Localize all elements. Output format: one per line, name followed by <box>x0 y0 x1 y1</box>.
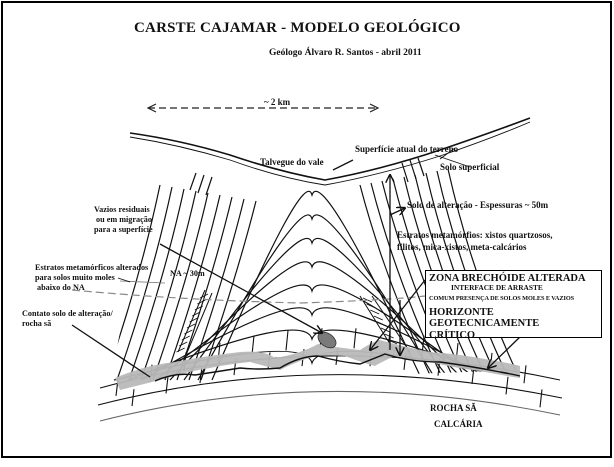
stratum-line <box>169 261 465 381</box>
stratum-line <box>116 186 173 381</box>
surface-tick <box>205 176 213 196</box>
hatch-border <box>185 292 213 356</box>
void-body <box>317 331 337 349</box>
surface-line <box>129 117 531 181</box>
weathered-contact-band <box>115 340 520 390</box>
hatch-stroke <box>373 315 383 321</box>
label-surface: Superfície atual do terreno <box>355 144 459 154</box>
surface-tick <box>401 162 409 183</box>
author-credit: Geólogo Álvaro R. Santos - abril 2011 <box>269 48 422 58</box>
hatch-stroke <box>366 303 376 309</box>
leader-critical <box>488 334 523 368</box>
brick-joint <box>285 330 289 351</box>
hatch-stroke <box>181 335 191 341</box>
stratum-line <box>381 180 453 376</box>
scale-bar <box>146 103 380 113</box>
label-water-level: NA ~ 30m <box>170 269 205 278</box>
stratum-line <box>188 198 245 381</box>
callout-line4: HORIZONTE GEOTECNICAMENTE <box>429 307 540 330</box>
hatch-stroke <box>194 305 204 311</box>
limestone-layer-line <box>97 374 563 406</box>
label-rock-line2: CALCÁRIA <box>434 419 483 429</box>
leader-weathered-soil <box>389 208 405 216</box>
label-altered-line3: abaixo do NA <box>37 283 85 292</box>
stratum-line <box>155 284 479 381</box>
stratum-line <box>197 214 437 381</box>
hatch-stroke <box>191 311 201 317</box>
scale-left-arrow-icon <box>146 103 157 113</box>
leader-voids <box>159 243 322 333</box>
label-voids-line2: ou em migração <box>96 215 152 224</box>
brick-joint <box>131 389 135 407</box>
label-rock-line1: ROCHA SÃ <box>430 403 477 413</box>
limestone-layer-line <box>99 390 561 422</box>
terrain-surface <box>129 117 531 186</box>
leader-altered <box>117 277 131 283</box>
hatch-stroke <box>189 317 198 323</box>
brick-joint <box>505 376 509 395</box>
label-strata-line1: Estratos metamórfios: xistos quartzosos, <box>397 230 553 240</box>
stratum-line <box>141 307 493 381</box>
label-voids-line1: Vazios residuais <box>94 205 150 214</box>
leader-box-1 <box>370 279 426 350</box>
leader-lines <box>71 147 523 378</box>
leader-thalweg <box>332 159 354 171</box>
stratum-line <box>392 178 464 376</box>
callout-line3: COMUM PRESENÇA DE SOLOS MOLES E VAZIOS <box>429 295 575 303</box>
brick-joint <box>523 365 527 384</box>
diagram-title: CARSTE CAJAMAR - MODELO GEOLÓGICO <box>134 20 461 36</box>
label-altered-line2: para solos muito moles <box>35 273 115 282</box>
stratum-line <box>164 194 221 381</box>
stratum-line <box>152 192 209 381</box>
critical-zone-callout: ZONA BRECHÓIDE ALTERADA INTERFACE DE ARR… <box>425 270 602 341</box>
label-strata-line2: filitos, mica-xistos, meta-calcários <box>397 242 527 252</box>
stratum-line <box>140 190 197 381</box>
callout-line2: INTERFACE DE ARRASTE <box>451 283 543 293</box>
topsoil-line <box>129 121 531 186</box>
hatch-stroke <box>370 309 380 315</box>
hatch-stroke <box>377 321 387 327</box>
contact-line <box>154 353 521 382</box>
surface-tick <box>409 159 417 180</box>
label-weathered-soil: Solo de alteração - Espessuras ~ 50m <box>407 200 549 210</box>
hatch-stroke <box>197 299 206 305</box>
label-thalweg: Talvegue do vale <box>260 157 324 167</box>
callout-line5: CRÍTICO <box>429 329 476 341</box>
hatch-stroke <box>176 347 185 353</box>
label-topsoil: Solo superficial <box>440 162 500 172</box>
stratum-line <box>211 190 423 381</box>
stratum-line <box>128 188 185 381</box>
surface-ticks <box>189 157 425 196</box>
label-altered-line1: Estratos metamórficos alterados <box>35 263 149 272</box>
label-voids-line3: para a superfície <box>94 225 153 234</box>
hatch-stroke <box>178 341 188 347</box>
stratum-line <box>370 182 442 376</box>
scale-label: ~ 2 km <box>264 97 291 107</box>
surface-tick <box>417 157 425 177</box>
hatch-stroke <box>184 329 193 335</box>
hatch-stroke <box>199 293 209 299</box>
surface-tick <box>189 172 197 191</box>
hatch-stroke <box>186 323 196 329</box>
hatch-strokes-left <box>176 293 209 353</box>
label-contact-line1: Contato solo de alteração/ <box>22 309 113 318</box>
brick-joint <box>539 389 543 408</box>
surface-tick <box>197 174 205 194</box>
scale-right-arrow-icon <box>369 103 380 113</box>
callout-line1: ZONA BRECHÓIDE ALTERADA <box>429 273 586 284</box>
brick-joint <box>165 376 169 394</box>
leader-contact <box>71 324 151 378</box>
label-contact-line2: rocha sã <box>22 319 52 328</box>
stratum-line <box>127 329 507 381</box>
diagram-frame <box>1 1 612 458</box>
brick-joint <box>353 328 357 349</box>
altered-strata-hatch-left <box>176 289 213 356</box>
leader-topsoil <box>434 154 471 168</box>
brick-joint <box>251 335 255 355</box>
